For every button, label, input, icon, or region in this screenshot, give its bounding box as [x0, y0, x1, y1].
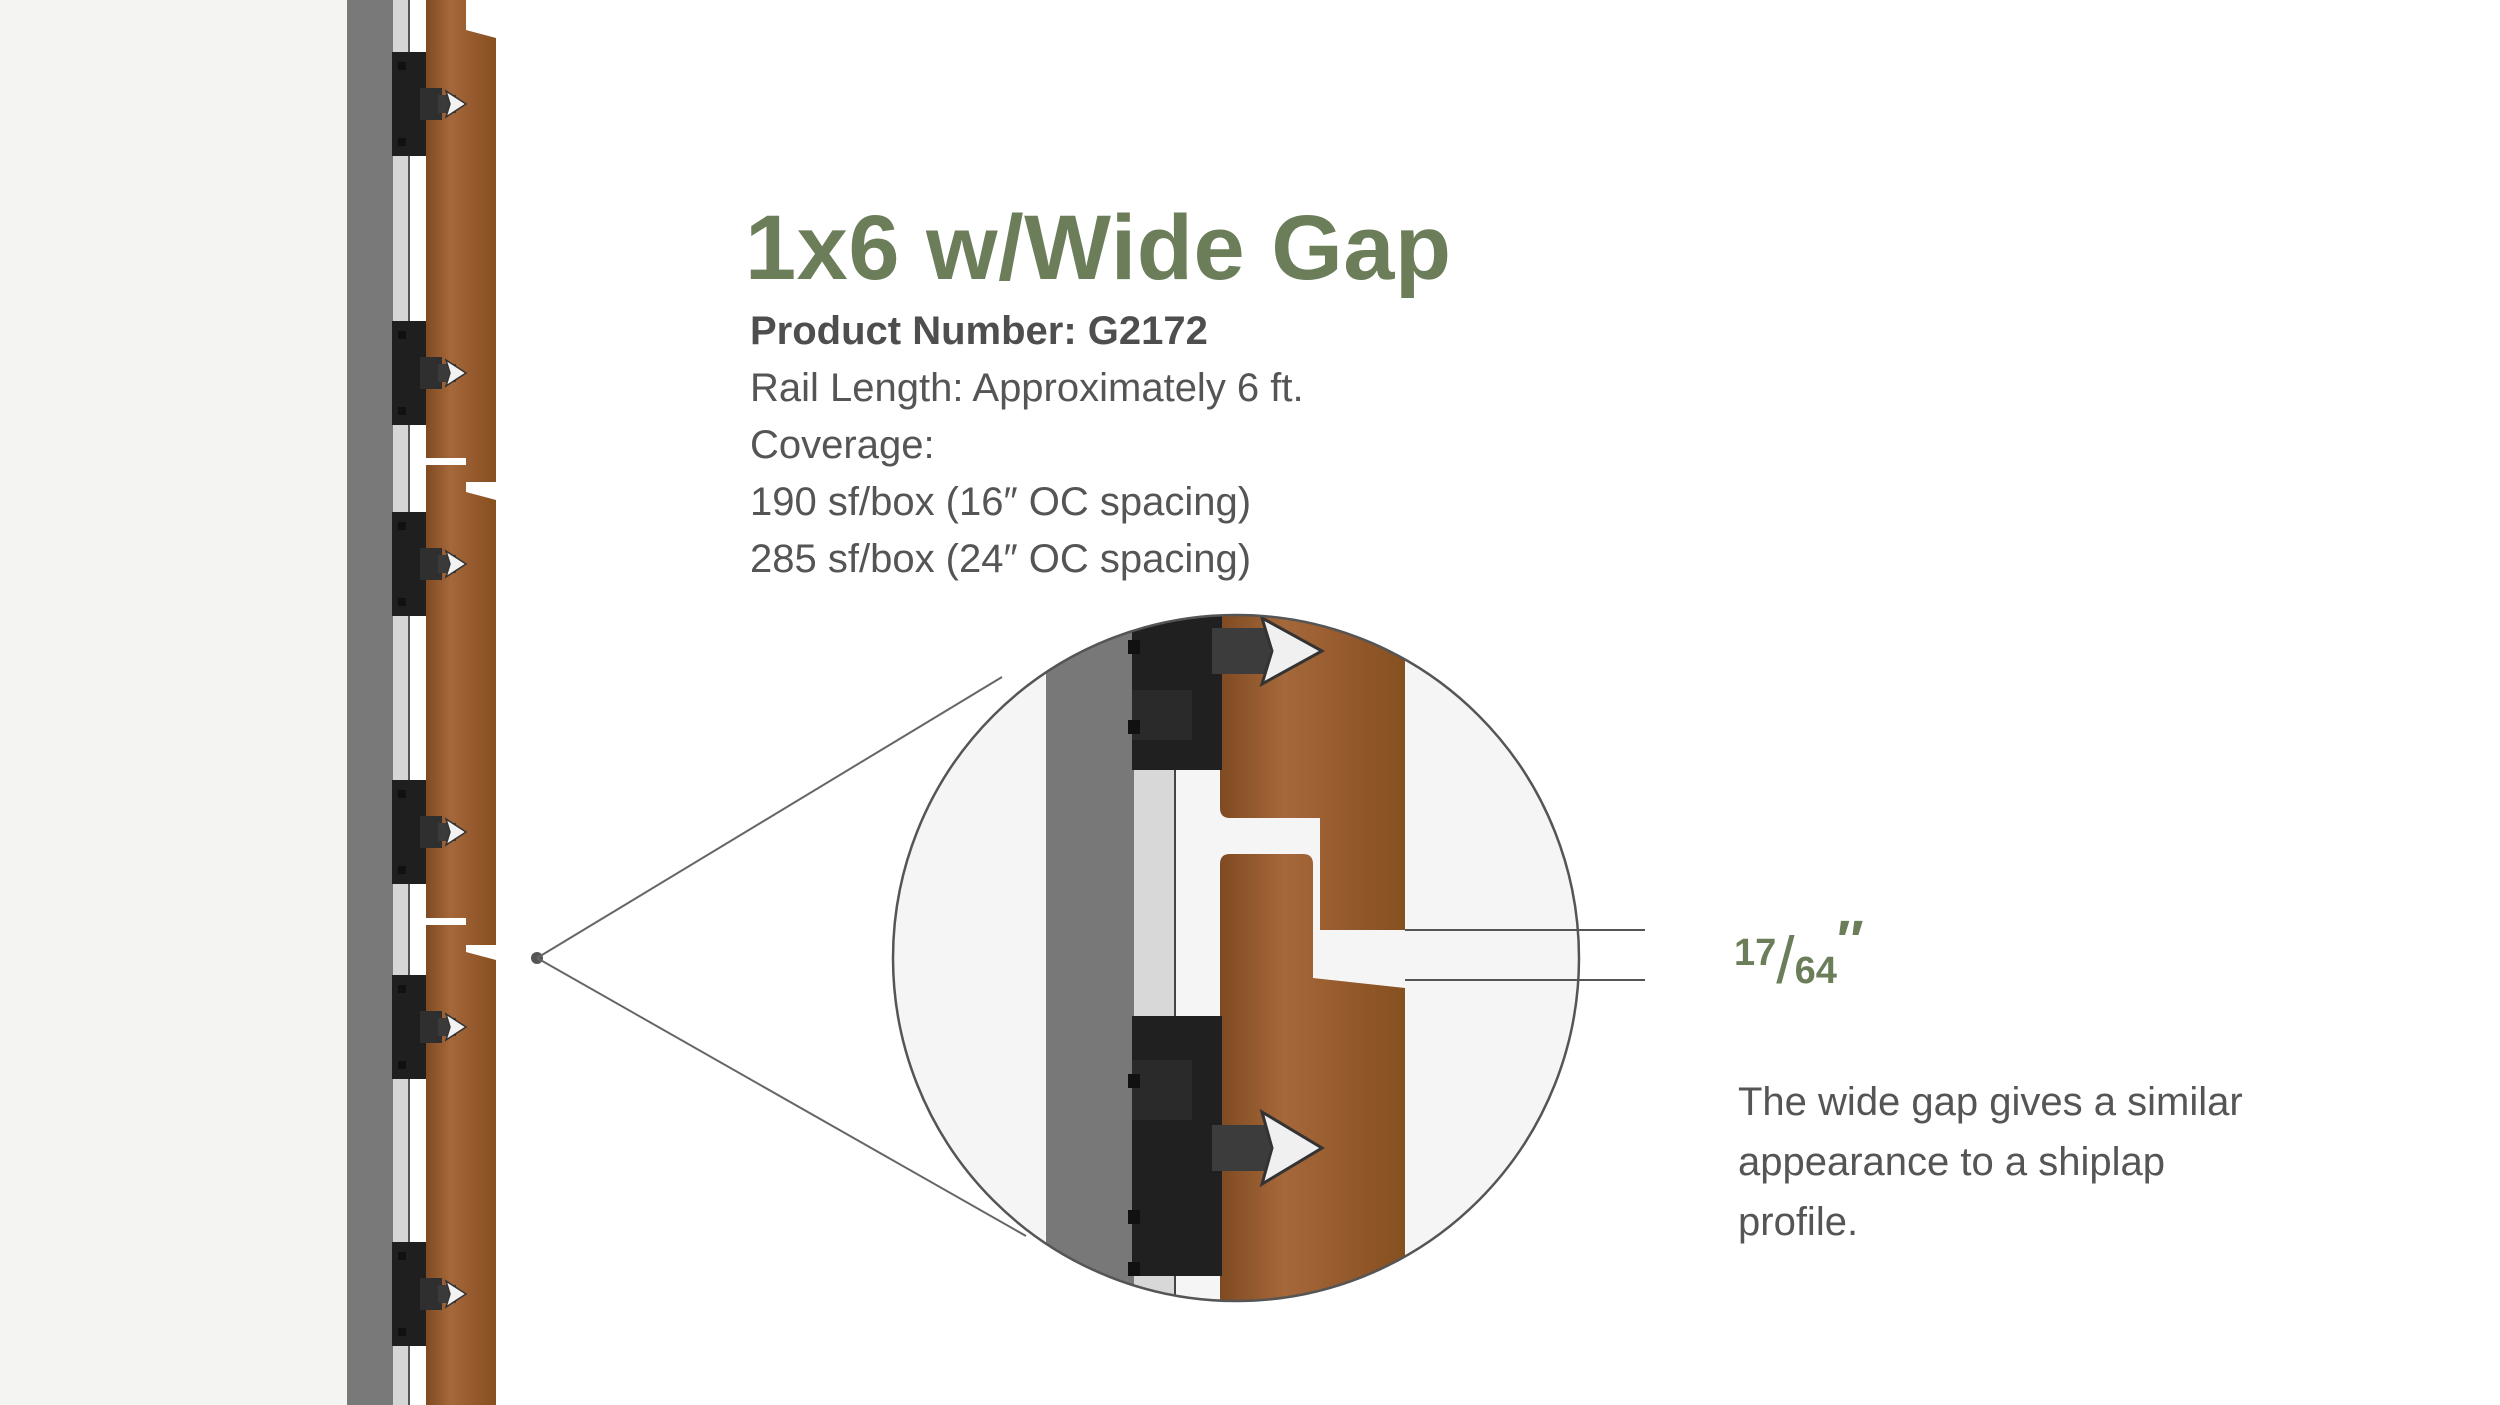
gap-description: The wide gap gives a similar appearance …: [1738, 1080, 2243, 1244]
callout-line-bottom: [536, 957, 1027, 1237]
magnified-board-lower: [1220, 854, 1405, 1301]
magnified-view: [893, 615, 1579, 1301]
rail: [347, 0, 393, 1405]
coverage-16: 190 sf/box (16″ OC spacing): [750, 480, 1252, 524]
callout-line-top: [536, 676, 1003, 959]
magnified-rail: [1046, 615, 1134, 1301]
gap-measurement: 17/64″: [1734, 908, 1864, 998]
magnified-clip-lower: [1128, 1016, 1325, 1276]
coverage-label: Coverage:: [750, 423, 935, 467]
gap-slash: /: [1776, 923, 1795, 997]
page-title: 1x6 w/Wide Gap: [745, 197, 1452, 299]
coverage-24: 285 sf/box (24″ OC spacing): [750, 537, 1252, 581]
gap-unit: ″: [1836, 908, 1864, 971]
rail-length: Rail Length: Approximately 6 ft.: [750, 366, 1304, 410]
gap-numerator: 17: [1734, 932, 1777, 974]
magnifier-outline: [891, 613, 1581, 1303]
product-info: Product Number: G2172 Rail Length: Appro…: [750, 303, 1304, 588]
left-background: [0, 0, 347, 1405]
siding-boards: [426, 0, 496, 1405]
magnified-clip-upper: [1128, 615, 1326, 770]
product-number: Product Number: G2172: [750, 309, 1208, 353]
rail-edge: [393, 0, 409, 1405]
gap-denominator: 64: [1794, 950, 1837, 992]
